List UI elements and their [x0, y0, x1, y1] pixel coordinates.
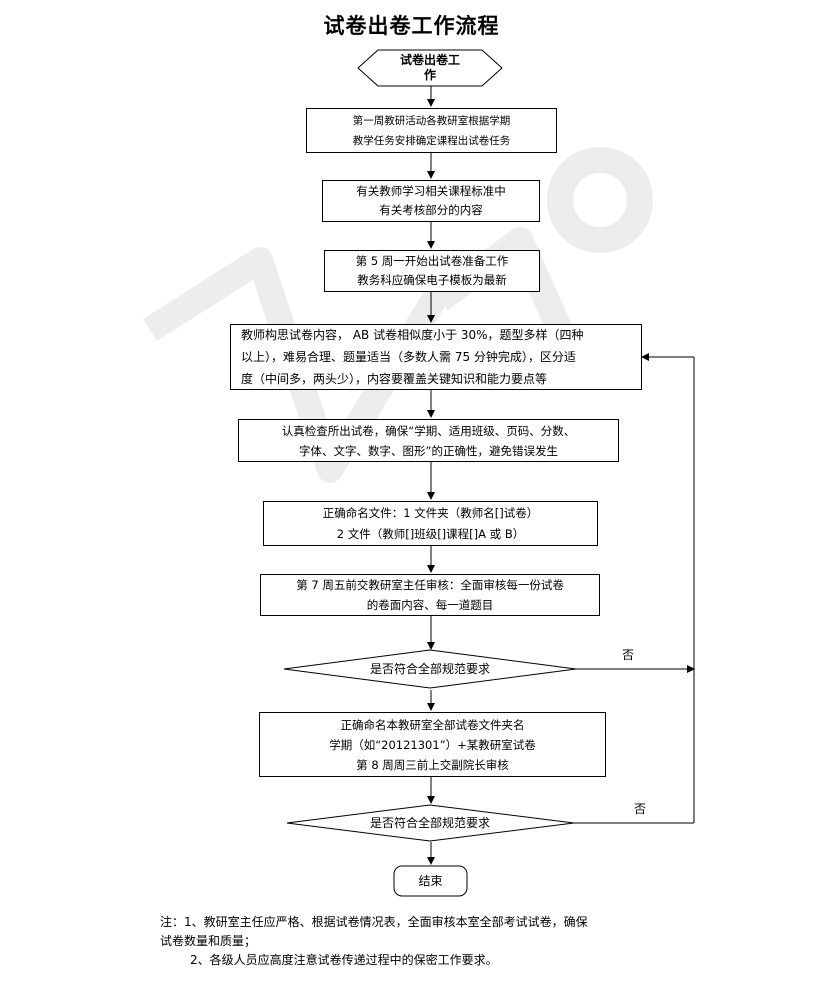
step-3-box: 第 5 周一开始出试卷准备工作 教务科应确保电子模板为最新 — [324, 250, 540, 292]
decision1-no-label: 否 — [622, 648, 635, 662]
step-7-box: 第 7 周五前交教研室主任审核：全面审核每一份试卷 的卷面内容、每一道题目 — [260, 574, 600, 616]
step-4-line3: 度（中间多，两头少），内容要覆盖关键知识和能力要点等 — [241, 372, 548, 386]
note-line2: 试卷数量和质量； — [160, 934, 257, 948]
step-2-line1: 有关教师学习相关课程标准中 — [356, 184, 506, 198]
step-1-box: 第一周教研活动各教研室根据学期 教学任务安排确定课程出试卷任务 — [306, 108, 557, 153]
step-4-line1: 教师构思试卷内容， AB 试卷相似度小于 30%，题型多样（四种 — [241, 328, 584, 342]
start-label-line1: 试卷出卷工 — [399, 53, 460, 67]
end-label: 结束 — [418, 874, 443, 888]
step-8-line1: 正确命名本教研室全部试卷文件夹名 — [340, 717, 525, 732]
step-7-line1: 第 7 周五前交教研室主任审核：全面审核每一份试卷 — [296, 578, 564, 592]
step-5-line2: 字体、文字、数字、图形”的正确性，避免错误发生 — [299, 443, 558, 458]
step-8-line3: 第 8 周周三前上交副院长审核 — [356, 757, 509, 772]
step-3-line2: 教务科应确保电子模板为最新 — [357, 273, 507, 287]
page-title: 试卷出卷工作流程 — [323, 13, 500, 38]
step-2-box: 有关教师学习相关课程标准中 有关考核部分的内容 — [322, 180, 540, 222]
step-6-line1: 正确命名文件：1 文件夹（教师名[]试卷） — [322, 505, 539, 520]
start-label: 试卷出卷工 作 — [378, 53, 482, 83]
step-7-line2: 的卷面内容、每一道题目 — [366, 598, 494, 612]
step-8-box: 正确命名本教研室全部试卷文件夹名 学期（如“20121301”）+某教研室试卷 … — [259, 712, 606, 777]
step-3-line1: 第 5 周一开始出试卷准备工作 — [355, 254, 509, 268]
start-label-line2: 作 — [423, 68, 436, 82]
step-6-box: 正确命名文件：1 文件夹（教师名[]试卷） 2 文件（教师[]班级[]课程[]A… — [263, 501, 598, 546]
note-line3: 2、各级人员应高度注意试卷传递过程中的保密工作要求。 — [190, 953, 498, 967]
step-4-line2: 以上），难易合理、题量适当（多数人需 75 分钟完成），区分适 — [241, 350, 576, 364]
step-5-box: 认真检查所出试卷，确保“学期、适用班级、页码、分数、 字体、文字、数字、图形”的… — [238, 419, 619, 462]
step-8-line2: 学期（如“20121301”）+某教研室试卷 — [329, 737, 536, 752]
start-hexagon — [357, 49, 503, 87]
step-1-line1: 第一周教研活动各教研室根据学期 — [352, 114, 511, 127]
decision1-label: 是否符合全部规范要求 — [369, 662, 490, 676]
step-4-box: 教师构思试卷内容， AB 试卷相似度小于 30%，题型多样（四种 以上），难易合… — [230, 324, 642, 390]
decision2-label: 是否符合全部规范要求 — [369, 816, 490, 830]
notes-section: 注：1、教研室主任应严格、根据试卷情况表，全面审核本室全部考试试卷，确保 试卷数… — [160, 913, 700, 970]
note-line1: 注：1、教研室主任应严格、根据试卷情况表，全面审核本室全部考试试卷，确保 — [160, 915, 588, 929]
decision2-no-label: 否 — [634, 802, 647, 816]
step-5-line1: 认真检查所出试卷，确保“学期、适用班级、页码、分数、 — [281, 423, 576, 438]
step-1-line2: 教学任务安排确定课程出试卷任务 — [352, 134, 511, 147]
end-terminal — [393, 865, 468, 897]
step-6-line2: 2 文件（教师[]班级[]课程[]A 或 B） — [336, 526, 525, 541]
step-2-line2: 有关考核部分的内容 — [379, 203, 483, 217]
